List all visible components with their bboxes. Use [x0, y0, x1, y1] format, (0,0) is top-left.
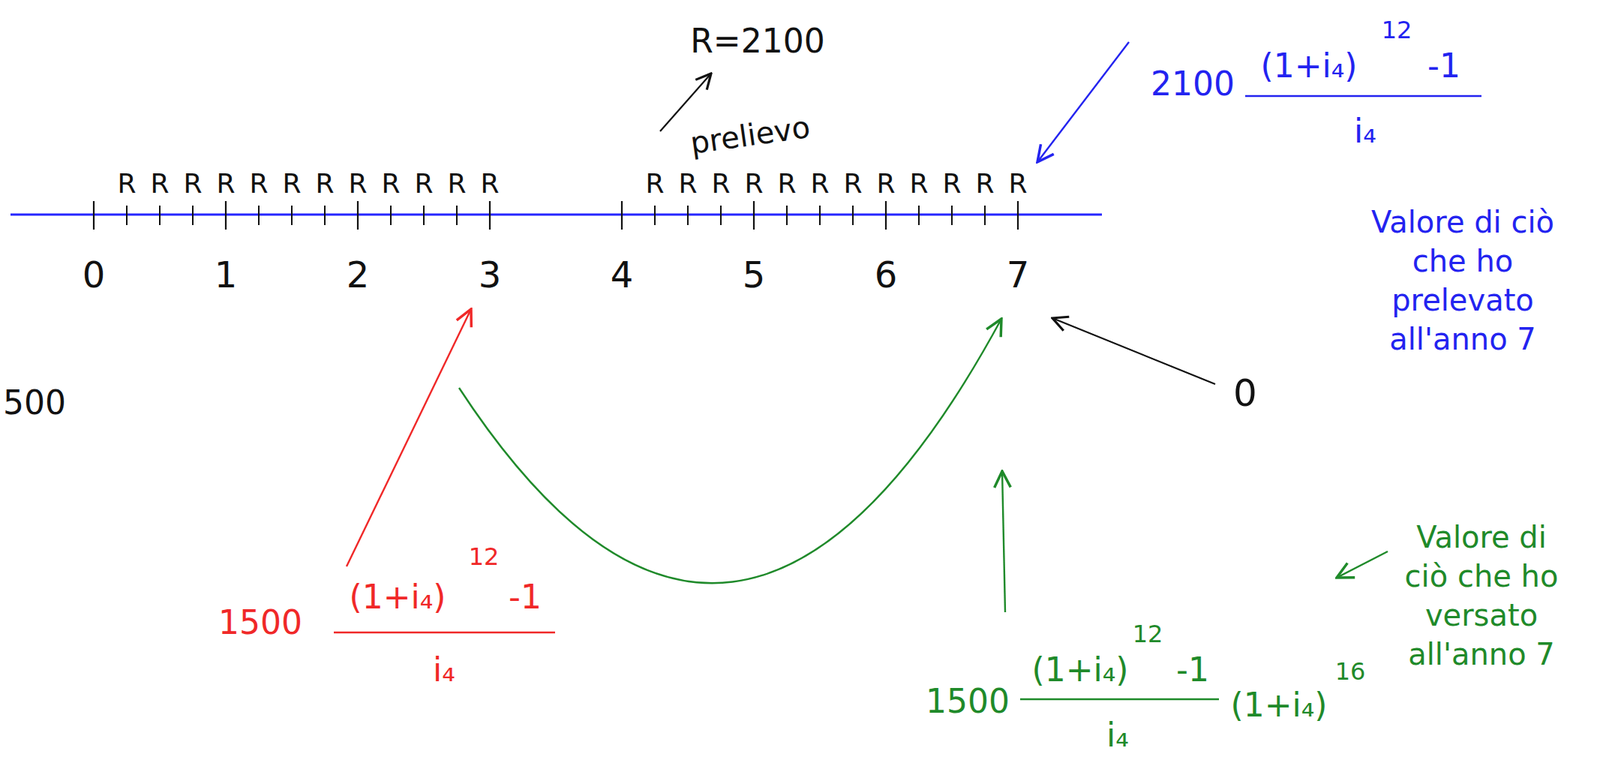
payment-symbol: R — [711, 167, 730, 200]
axis-tick-label: 5 — [742, 253, 766, 298]
formula-term: (1+i₄) — [1260, 46, 1357, 87]
formula-term: -1 — [508, 577, 542, 618]
payment-symbol: R — [183, 167, 202, 200]
payment-symbol: R — [777, 167, 796, 200]
payment-symbol: R — [678, 167, 697, 200]
year-ticks — [93, 201, 1018, 230]
pointer-arrow — [1002, 471, 1006, 613]
amount-note: R=2100 — [690, 21, 825, 62]
formula-term: 1500 — [218, 603, 303, 643]
formula-term: (1+i₄) — [1031, 650, 1129, 691]
payment-symbol: R — [744, 167, 763, 200]
payment-symbol: R — [150, 167, 169, 200]
axis-tick-label: 0 — [82, 253, 106, 298]
payment-symbol: R — [249, 167, 268, 200]
payment-symbol: R — [447, 167, 466, 200]
formula-exponent: 12 — [1132, 619, 1164, 649]
formula-term: i₄ — [1106, 715, 1129, 756]
fraction-bar — [1020, 698, 1219, 700]
axis-tick-label: 6 — [874, 253, 898, 298]
payment-symbol: R — [876, 167, 895, 200]
formula-term: (1+i₄) — [1230, 685, 1327, 726]
payment-symbol: R — [909, 167, 928, 200]
payment-symbol: R — [480, 167, 499, 200]
payment-symbol: R — [810, 167, 829, 200]
payment-symbol: R — [942, 167, 961, 200]
note: Valore di ciò che ho prelevato all'anno … — [1350, 202, 1576, 359]
note: Valore di ciò che ho versato all'anno 7 — [1395, 517, 1568, 674]
payment-symbol: R — [315, 167, 334, 200]
axis-tick-label: 7 — [1006, 253, 1030, 298]
fraction-bar — [333, 631, 556, 634]
formula-exponent: 16 — [1335, 657, 1366, 686]
time-axis — [10, 213, 1102, 217]
axis-tick-label: 4 — [610, 253, 634, 298]
fraction-bar — [1245, 95, 1482, 97]
quarter-ticks — [126, 205, 985, 226]
axis-tick-label: 2 — [346, 253, 370, 298]
payment-symbol: R — [282, 167, 301, 200]
pointer-arrow — [346, 309, 472, 567]
axis-tick-label: 1 — [214, 253, 238, 298]
payment-symbol: R — [414, 167, 433, 200]
pointer-arrow — [1336, 551, 1388, 578]
formula-term: 1500 — [925, 681, 1010, 722]
payment-symbol: R — [117, 167, 136, 200]
formula-term: i₄ — [1353, 111, 1377, 152]
capitalization-arc — [459, 318, 1002, 583]
pointer-arrow — [1052, 318, 1216, 385]
axis-tick-label: 3 — [478, 253, 502, 298]
formula-term: i₄ — [432, 650, 456, 691]
formula-term: (1+i₄) — [348, 577, 446, 618]
payment-symbol: R — [1008, 167, 1027, 200]
annotation: 0 — [1233, 370, 1258, 416]
formula-term: -1 — [1427, 46, 1461, 87]
formula-term: -1 — [1176, 650, 1210, 691]
payment-symbol: R — [381, 167, 400, 200]
formula-term: 2100 — [1150, 64, 1235, 105]
formula-exponent: 12 — [468, 542, 500, 571]
payment-symbol: R — [216, 167, 235, 200]
annotation: prelievo — [687, 108, 813, 162]
annotation: 500 — [3, 383, 67, 424]
pointer-arrow — [1037, 42, 1129, 163]
payment-symbol: R — [645, 167, 664, 200]
payment-symbol: R — [975, 167, 994, 200]
payment-symbol: R — [843, 167, 862, 200]
formula-exponent: 12 — [1381, 15, 1413, 45]
payment-symbol: R — [348, 167, 367, 200]
